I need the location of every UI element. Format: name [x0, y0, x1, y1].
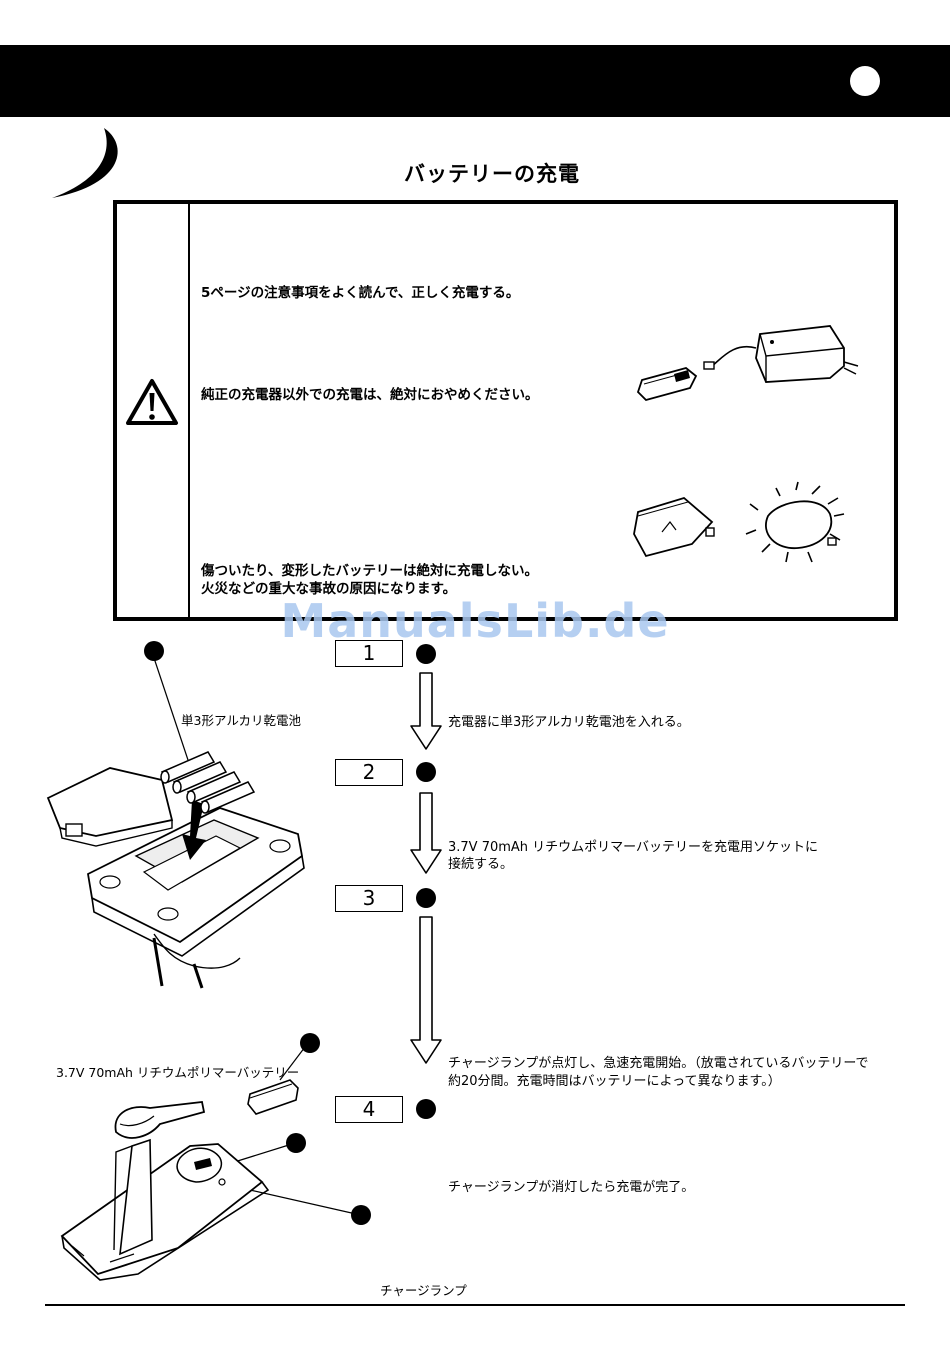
flow-arrow-1-icon	[410, 672, 442, 750]
label-aa-battery: 単3形アルカリ乾電池	[181, 713, 301, 728]
damaged-battery-illustration	[633, 481, 845, 563]
step-1-text: 充電器に単3形アルカリ乾電池を入れる。	[448, 715, 690, 730]
step-3-text-line-2: 約20分間。充電時間はバッテリーによって異なります。）	[448, 1074, 781, 1089]
warning-line-1: 5ページの注意事項をよく読んで、正しく充電する。	[201, 285, 520, 301]
step-2-text-line-1: 3.7V 70mAh リチウムポリマーバッテリーを充電用ソケットに	[448, 840, 819, 855]
step-2-dot	[416, 762, 436, 782]
callout-line-aa	[153, 657, 189, 761]
flow-arrow-2-icon	[410, 792, 442, 874]
step-1-dot	[416, 644, 436, 664]
page-title: バッテリーの充電	[404, 162, 580, 186]
footer-rule	[45, 1304, 905, 1306]
step-1-number: 1	[335, 640, 403, 667]
header-bar	[0, 45, 950, 117]
callout-dot-aa-battery	[144, 641, 164, 661]
warning-box	[113, 200, 898, 621]
header-page-dot	[850, 66, 880, 96]
warning-line-3: 傷ついたり、変形したバッテリーは絶対に充電しない。	[201, 563, 538, 579]
step-4-dot	[416, 1099, 436, 1119]
watermark: ManualsLib.de	[280, 594, 670, 648]
charger-illustration	[636, 325, 859, 402]
step-2-number: 2	[335, 759, 403, 786]
charger-aa-illustration	[46, 751, 305, 989]
step-4-text: チャージランプが消灯したら充電が完了。	[448, 1180, 695, 1195]
step-2-text-line-2: 接続する。	[448, 857, 514, 872]
callout-dot-charge-lamp	[351, 1205, 371, 1225]
step-3-dot	[416, 888, 436, 908]
warning-triangle-icon	[126, 379, 178, 425]
crescent-icon	[52, 128, 118, 198]
step-4-number: 4	[335, 1096, 403, 1123]
callout-dot-socket	[286, 1133, 306, 1153]
step-3-number: 3	[335, 885, 403, 912]
label-charge-lamp: チャージランプ	[380, 1283, 467, 1298]
warning-line-4: 火災などの重大な事故の原因になります。	[201, 581, 457, 597]
label-lipo-battery: 3.7V 70mAh リチウムポリマーバッテリー	[56, 1065, 300, 1080]
warning-line-2: 純正の充電器以外での充電は、絶対におやめください。	[201, 387, 539, 403]
step-3-text-line-1: チャージランプが点灯し、急速充電開始。（放電されているバッテリーで	[448, 1056, 869, 1071]
charger-lipo-illustration	[60, 1042, 357, 1281]
callout-dot-lipo-battery	[300, 1033, 320, 1053]
warning-divider	[188, 204, 190, 617]
flow-arrow-3-icon	[410, 916, 442, 1064]
